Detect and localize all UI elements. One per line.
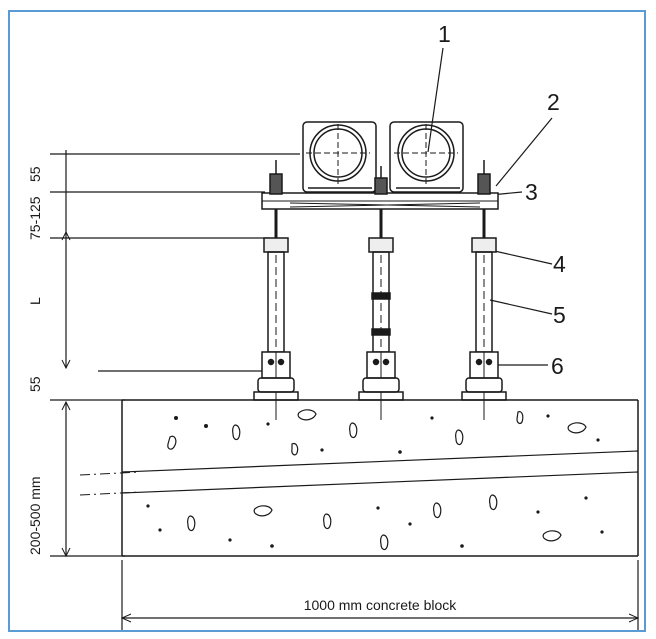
dim-block-depth: 200-500 mm (27, 476, 43, 555)
dim-top-plate: 55 (27, 166, 43, 182)
concrete-block (79, 399, 639, 557)
dim-base-plate: 55 (27, 376, 43, 392)
aggregate-dots (146, 414, 604, 548)
column-middle (358, 209, 404, 420)
column-left (253, 209, 299, 420)
callout-5: 5 (553, 302, 566, 328)
instrument-left (302, 121, 377, 193)
block-width-dimension (120, 560, 640, 630)
callout-2: 2 (547, 89, 560, 115)
dim-column-length: L (27, 297, 43, 305)
column-right (461, 209, 507, 420)
aggregate-texture (167, 409, 587, 551)
top-bolts (269, 160, 491, 195)
dimension-lines (50, 150, 300, 558)
dim-adjust-range: 75-125 (27, 196, 43, 240)
callout-leaders (427, 47, 553, 366)
top-plate (261, 192, 499, 210)
callout-1: 1 (438, 21, 451, 47)
callout-6: 6 (551, 353, 564, 379)
callout-3: 3 (525, 179, 538, 205)
callout-4: 4 (553, 251, 566, 277)
instrument-right (389, 121, 464, 193)
block-label: 1000 mm concrete block (304, 597, 458, 613)
